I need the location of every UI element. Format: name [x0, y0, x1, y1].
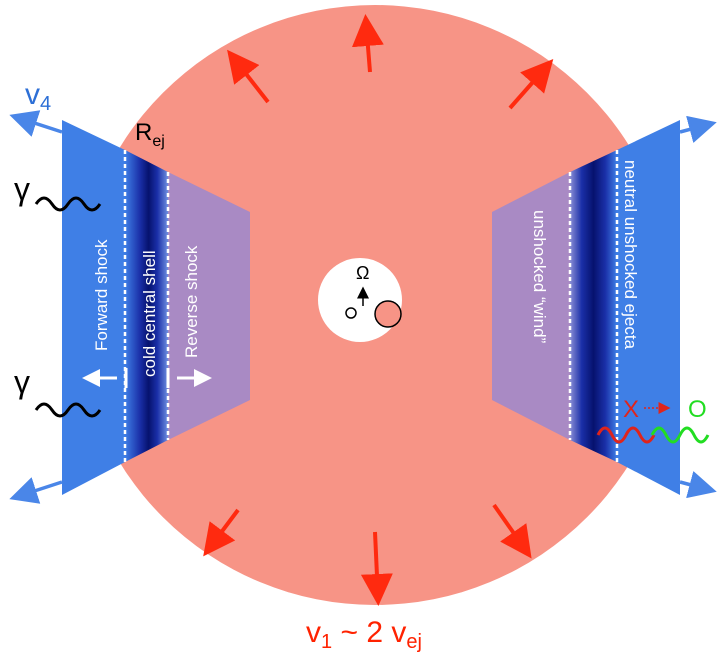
- right-cold-shell: [570, 150, 617, 462]
- v4-arrow: [9, 110, 63, 137]
- v1-label: v1 ~ 2 vej: [306, 616, 422, 653]
- v4-arrow: [9, 477, 63, 504]
- cold-shell-label: cold central shell: [140, 250, 159, 377]
- neutral-ejecta-region: [617, 120, 680, 495]
- velocity-arrows-v4: [9, 110, 717, 504]
- velocity-arrow: [492, 503, 532, 559]
- gamma-photons: [34, 196, 102, 418]
- unshocked-wind-label: unshocked “wind”: [530, 210, 549, 344]
- velocity-arrow: [508, 59, 554, 110]
- gamma-wave-bottom: [34, 402, 102, 418]
- unshocked-wind-region: [492, 172, 570, 440]
- v4-label: v4: [25, 78, 51, 115]
- v4-arrow: [679, 115, 717, 143]
- reverse-shock-label: Reverse shock: [182, 245, 201, 358]
- xray-wave: [596, 426, 656, 444]
- optical-wave: [650, 426, 710, 444]
- r-ej-label: Rej: [135, 119, 165, 150]
- optical-label: O: [688, 396, 707, 423]
- companion-star: [374, 300, 402, 328]
- velocity-arrows-v1: [203, 14, 554, 606]
- reverse-shock-region: [168, 172, 250, 440]
- forward-shock-label: Forward shock: [92, 239, 111, 351]
- v4-arrow: [679, 471, 717, 499]
- forward-shock-region: [62, 120, 125, 495]
- neutral-ejecta-label: neutral unshocked ejecta: [621, 160, 640, 350]
- right-shock-structure: [492, 120, 680, 495]
- omega-label: Ω: [356, 263, 369, 283]
- velocity-arrow: [227, 49, 270, 104]
- velocity-arrow: [351, 14, 384, 73]
- white-dwarf: [345, 307, 357, 319]
- x-ray-label: X: [623, 396, 639, 423]
- velocity-arrow: [203, 508, 240, 557]
- gamma-wave-top: [34, 196, 102, 212]
- left-shock-structure: [62, 120, 250, 495]
- cold-central-shell: [125, 150, 168, 462]
- gamma-label-top: γ: [14, 171, 30, 207]
- velocity-arrow: [360, 531, 393, 606]
- gamma-label-bottom: γ: [14, 364, 30, 400]
